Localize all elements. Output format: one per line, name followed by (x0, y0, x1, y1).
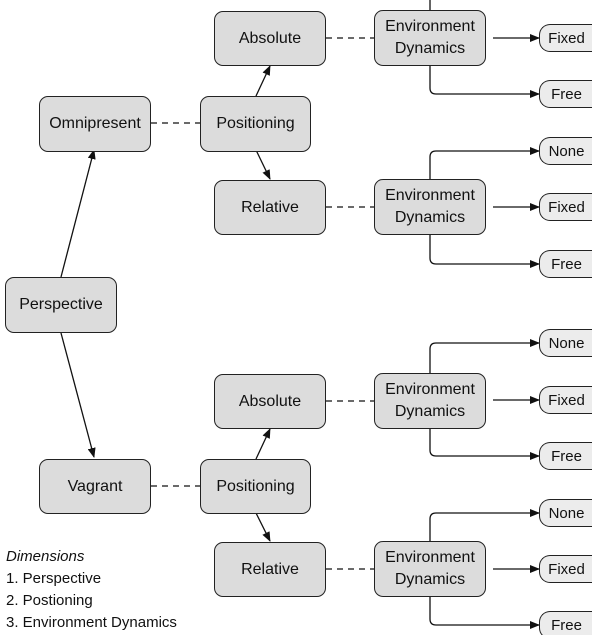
node-vagrant: Vagrant (39, 459, 151, 514)
node-relative-top: Relative (214, 180, 326, 235)
node-absolute-top: Absolute (214, 11, 326, 66)
arrow-positioning-absolute-bottom (255, 428, 271, 460)
legend-item: 3. Environment Dynamics (6, 614, 177, 631)
node-absolute-bottom: Absolute (214, 374, 326, 429)
leaf-free: Free (539, 80, 592, 108)
node-positioning-bottom: Positioning (200, 459, 311, 514)
arrow-positioning-relative-bottom (255, 512, 271, 542)
node-environment-dynamics-4: Environment Dynamics (374, 541, 486, 597)
arrow-perspective-omnipresent (60, 149, 96, 278)
node-positioning-top: Positioning (200, 96, 311, 152)
leaf-free: Free (539, 250, 592, 278)
dimensions-legend: Dimensions 1. Perspective 2. Postioning … (6, 546, 177, 634)
leaf-none: None (539, 329, 592, 357)
arrow-positioning-absolute-top (255, 65, 271, 97)
leaf-none: None (539, 499, 592, 527)
leaf-fixed: Fixed (539, 386, 592, 414)
node-environment-dynamics-3: Environment Dynamics (374, 373, 486, 429)
node-perspective: Perspective (5, 277, 117, 333)
arrow-positioning-relative-top (255, 149, 271, 180)
leaf-none: None (539, 137, 592, 165)
leaf-free: Free (539, 611, 592, 635)
node-environment-dynamics-1: Environment Dynamics (374, 10, 486, 66)
node-environment-dynamics-2: Environment Dynamics (374, 179, 486, 235)
legend-title: Dimensions (6, 548, 85, 565)
node-omnipresent: Omnipresent (39, 96, 151, 152)
leaf-free: Free (539, 442, 592, 470)
legend-item: 2. Postioning (6, 592, 93, 609)
legend-item: 1. Perspective (6, 570, 102, 587)
leaf-fixed: Fixed (539, 24, 592, 52)
arrow-perspective-vagrant (60, 332, 96, 458)
leaf-fixed: Fixed (539, 193, 592, 221)
leaf-fixed: Fixed (539, 555, 592, 583)
node-relative-bottom: Relative (214, 542, 326, 597)
